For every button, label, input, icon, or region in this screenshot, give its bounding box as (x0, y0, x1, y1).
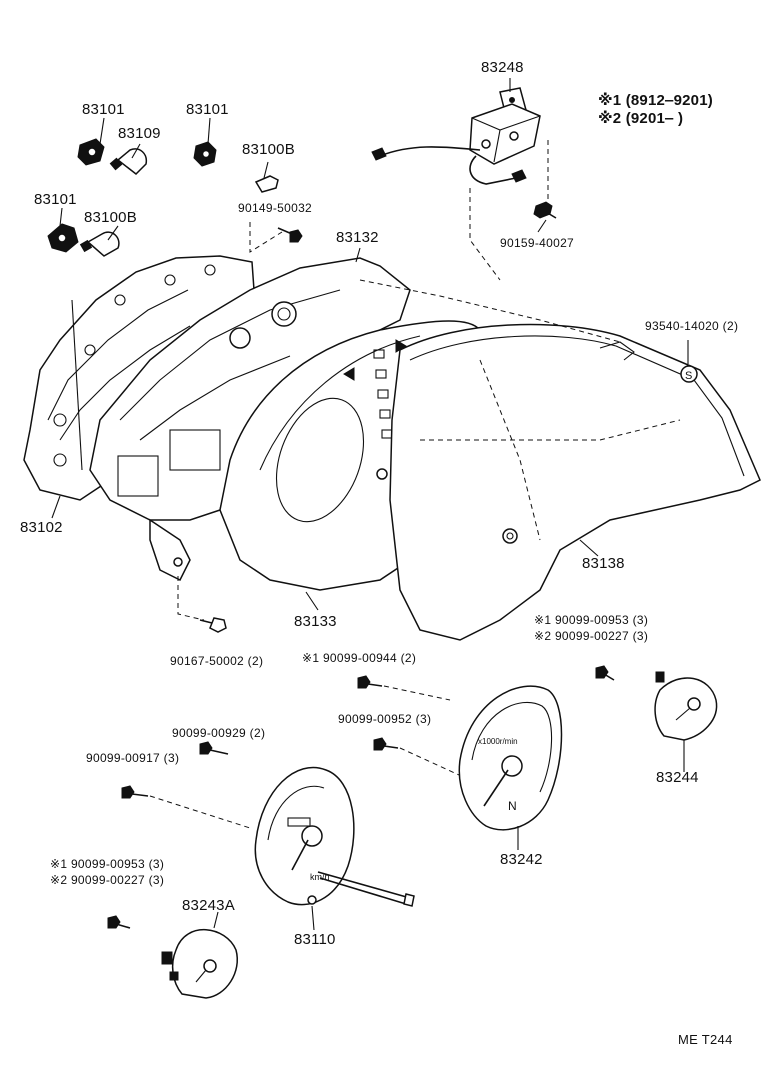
legend-note-1: ※1 (8912‒9201) (598, 92, 713, 109)
label-83132: 83132 (336, 229, 379, 246)
screw-00952 (373, 737, 399, 751)
label-83244: 83244 (656, 769, 699, 786)
legend-note-2: ※2 (9201‒ ) (598, 110, 684, 127)
label-83138: 83138 (582, 555, 625, 572)
label-83248: 83248 (481, 59, 524, 76)
socket-83101-c (47, 223, 79, 253)
gauge-83244 (654, 671, 718, 741)
label-83133: 83133 (294, 613, 337, 630)
gauge-83243A (161, 929, 238, 999)
label-83110: 83110 (294, 931, 336, 948)
label-90159: 90159-40027 (500, 236, 575, 250)
label-83242: 83242 (500, 851, 543, 868)
label-83100B-a: 83100B (242, 141, 295, 158)
bulb-83100B-b (79, 231, 120, 257)
screw-90159 (533, 201, 557, 219)
label-83102: 83102 (20, 519, 63, 536)
label-83101-b: 83101 (186, 101, 229, 118)
s-marker-text: S (685, 370, 692, 382)
bulb-83109 (109, 148, 148, 175)
glass-83138 (389, 323, 761, 641)
speedometer-83110: km/h (254, 766, 415, 907)
s-marker: S (680, 365, 698, 383)
label-83109: 83109 (118, 125, 161, 142)
bracket-83248 (371, 87, 541, 185)
svg-text:x1000r/min: x1000r/min (478, 737, 518, 746)
label-s2-00227-b: ※2 90099-00227 (3) (50, 873, 165, 887)
label-s1-00953-a: ※1 90099-00953 (3) (534, 613, 649, 627)
leader-lines (51, 78, 689, 931)
screw-90167 (199, 617, 227, 633)
label-83101-c: 83101 (34, 191, 77, 208)
label-00917: 90099-00917 (3) (86, 751, 180, 765)
speedo-unit: km/h (310, 872, 330, 882)
socket-83101-b (193, 141, 217, 167)
label-90167: 90167-50002 (2) (170, 654, 264, 668)
label-s1-00944: ※1 90099-00944 (2) (302, 651, 417, 665)
bulb-83100B-a (254, 175, 279, 193)
label-90149: 90149-50032 (238, 201, 313, 215)
screw-00944 (357, 675, 383, 689)
screw-00953-b (107, 915, 131, 929)
screw-00917 (121, 785, 149, 799)
label-s2-00227-a: ※2 90099-00227 (3) (534, 629, 649, 643)
label-83101-a: 83101 (82, 101, 125, 118)
label-83243A: 83243A (182, 897, 235, 914)
socket-83101-a (77, 138, 105, 166)
label-83100B-b: 83100B (84, 209, 137, 226)
tach-n-label: N (508, 799, 517, 813)
label-00952: 90099-00952 (3) (338, 712, 432, 726)
label-s1-00953-b: ※1 90099-00953 (3) (50, 857, 165, 871)
label-93540: 93540-14020 (2) (645, 319, 739, 333)
tachometer-83242: x1000r/min N (458, 685, 563, 831)
screw-90149 (277, 227, 303, 243)
label-00929: 90099-00929 (2) (172, 726, 266, 740)
diagram-code: ME T244 (678, 1032, 733, 1047)
screw-00953-a (595, 665, 615, 681)
screw-00929 (199, 741, 229, 755)
